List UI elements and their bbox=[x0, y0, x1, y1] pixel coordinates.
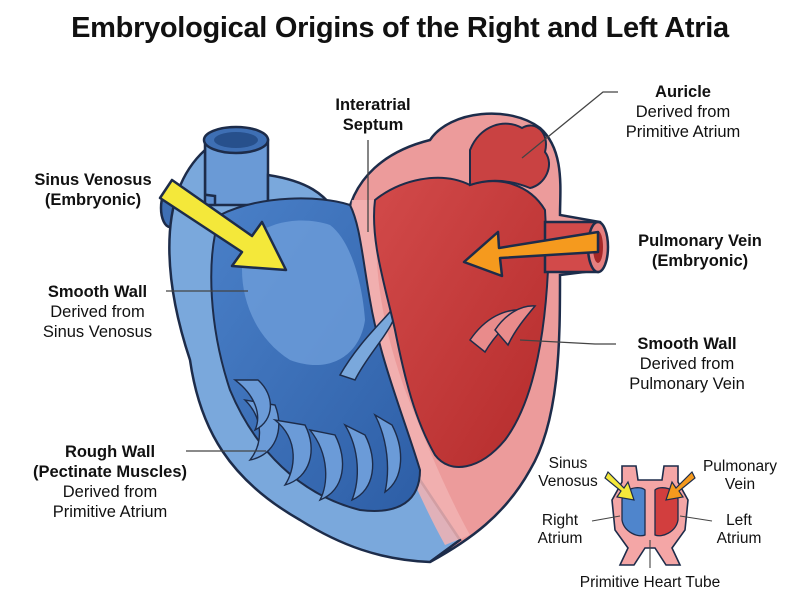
smooth-wall-left-title: Smooth Wall bbox=[637, 335, 737, 353]
left-smooth-ridges bbox=[468, 305, 537, 354]
inset-right-atrium-label: Right Atrium bbox=[537, 512, 583, 547]
smooth-wall-right-line1: Derived from bbox=[50, 303, 145, 321]
page-title: Embryological Origins of the Right and L… bbox=[71, 12, 729, 44]
smooth-wall-right-title: Smooth Wall bbox=[47, 283, 148, 301]
pulmonary-vein-title: Pulmonary Vein bbox=[638, 232, 762, 250]
interatrial-septum-label: Interatrial Septum bbox=[335, 96, 411, 134]
sinus-venosus-arrow bbox=[158, 178, 288, 272]
rough-wall-line1: Derived from bbox=[62, 483, 158, 501]
inset-left-atrium-label: Left Atrium bbox=[716, 512, 762, 547]
sinus-venosus-label: Sinus Venosus (Embryonic) bbox=[34, 171, 152, 209]
leader-lines bbox=[166, 91, 618, 452]
rough-wall-title: Rough Wall bbox=[64, 443, 156, 461]
smooth-wall-left-label: Smooth Wall Derived from Pulmonary Vein bbox=[612, 334, 762, 394]
inset-pulmonary-vein-label: Pulmonary Vein bbox=[702, 458, 778, 493]
primitive-heart-tube-inset bbox=[591, 465, 713, 568]
smooth-wall-right-line2: Sinus Venosus bbox=[42, 323, 153, 341]
inset-primitive-heart-tube-label: Primitive Heart Tube bbox=[579, 574, 721, 591]
auricle-shape bbox=[469, 122, 550, 190]
pulmonary-vein-arrow bbox=[462, 230, 600, 278]
auricle-line1: Derived from bbox=[635, 103, 731, 121]
pectinate-muscles bbox=[232, 379, 402, 502]
smooth-wall-left-line2: Pulmonary Vein bbox=[629, 375, 745, 393]
smooth-wall-right-label: Smooth Wall Derived from Sinus Venosus bbox=[30, 282, 165, 342]
smooth-wall-left-line1: Derived from bbox=[639, 355, 735, 373]
rough-wall-title2: (Pectinate Muscles) bbox=[32, 463, 188, 481]
pulmonary-vein-label: Pulmonary Vein (Embryonic) bbox=[620, 231, 780, 271]
rough-wall-line2: Primitive Atrium bbox=[52, 503, 168, 521]
auricle-line2: Primitive Atrium bbox=[625, 123, 741, 141]
pulmonary-vein-title2: (Embryonic) bbox=[651, 252, 749, 270]
rough-wall-label: Rough Wall (Pectinate Muscles) Derived f… bbox=[20, 442, 200, 522]
auricle-label: Auricle Derived from Primitive Atrium bbox=[608, 82, 758, 142]
inset-sinus-venosus-label: Sinus Venosus bbox=[538, 455, 598, 490]
auricle-title: Auricle bbox=[655, 83, 711, 101]
